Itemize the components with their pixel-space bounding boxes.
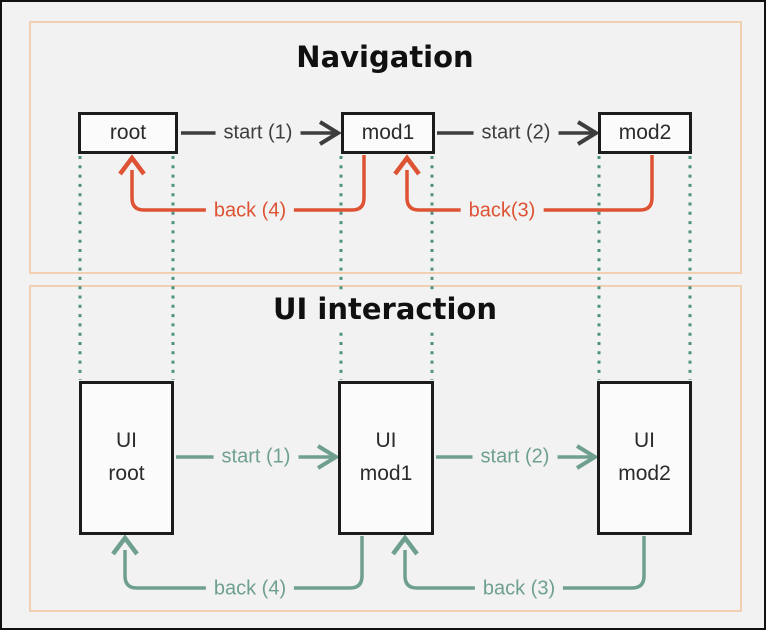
nav-back-arrows — [118, 154, 654, 212]
nav-start2-arrowhead-icon — [576, 120, 600, 146]
ui-node-root-label-line2: root — [108, 462, 145, 485]
ui-interaction-panel-title: UI interaction — [261, 290, 509, 328]
nav-back4-arrowhead-icon — [118, 154, 146, 176]
nav-start1-arrowhead-icon — [318, 120, 342, 146]
nav-node-root: root — [78, 112, 178, 154]
nav-node-mod2-label: mod2 — [618, 121, 672, 144]
nav-start1-label: start (1) — [215, 121, 301, 145]
ui-node-mod2: UI mod2 — [597, 381, 692, 535]
ui-back4-arrowhead-icon — [111, 534, 139, 556]
ui-back4-label: back (4) — [205, 577, 295, 601]
nav-node-root-label: root — [109, 121, 147, 144]
ui-node-mod1: UI mod1 — [338, 381, 434, 535]
ui-node-mod1-label-line1: UI — [375, 429, 397, 453]
nav-node-mod2: mod2 — [598, 112, 692, 154]
ui-node-mod1-label-line2: mod1 — [359, 462, 413, 485]
ui-node-mod2-label-line2: mod2 — [618, 462, 671, 485]
ui-start2-arrowhead-icon — [575, 444, 599, 470]
dotted-connector-lines — [78, 156, 692, 380]
nav-node-mod1-label: mod1 — [361, 121, 415, 144]
ui-node-root: UI root — [79, 381, 174, 535]
ui-start1-arrowhead-icon — [316, 444, 340, 470]
nav-back3-arrowhead-icon — [393, 154, 421, 176]
nav-back3-label: back(3) — [460, 199, 544, 223]
navigation-panel-title: Navigation — [296, 40, 474, 74]
nav-node-mod1: mod1 — [341, 112, 435, 154]
navigation-panel — [29, 21, 742, 274]
ui-node-mod2-label-line1: UI — [634, 429, 655, 453]
ui-start2-label: start (2) — [472, 445, 558, 469]
ui-back3-label: back (3) — [474, 577, 564, 601]
ui-back3-arrowhead-icon — [391, 534, 419, 556]
ui-back-arrows — [111, 534, 646, 590]
ui-interaction-panel — [29, 285, 742, 612]
nav-start2-label: start (2) — [473, 121, 559, 145]
nav-back4-label: back (4) — [205, 199, 295, 223]
ui-node-root-label-line1: UI — [116, 429, 137, 453]
ui-start1-label: start (1) — [213, 445, 299, 469]
